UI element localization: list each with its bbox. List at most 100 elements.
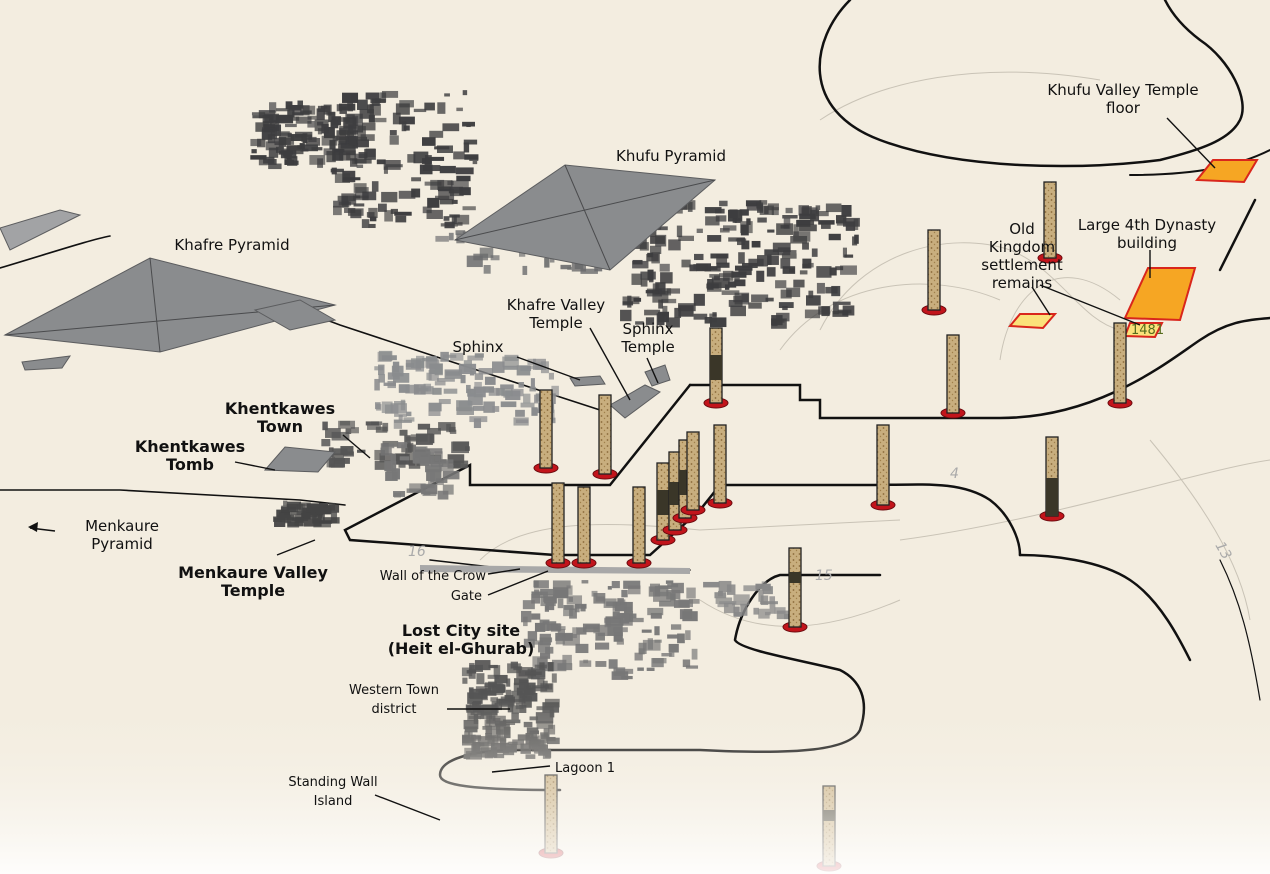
building [434, 146, 450, 150]
building [484, 376, 496, 385]
building [394, 401, 406, 405]
building [339, 125, 354, 135]
core-sample[interactable] [571, 486, 597, 569]
contour-number: 4 [950, 466, 959, 482]
core-sample[interactable] [662, 451, 688, 536]
building [442, 484, 454, 495]
building [506, 678, 511, 687]
building [438, 189, 455, 201]
label-lost-city: Lost City site(Heit el-Ghurab) [388, 621, 535, 658]
core-sample[interactable] [545, 482, 571, 569]
building [426, 209, 443, 219]
building [550, 393, 556, 405]
core-sample[interactable] [1037, 181, 1063, 264]
building [403, 125, 410, 131]
building [678, 303, 696, 312]
building [793, 224, 799, 237]
building [337, 117, 350, 122]
core-sample[interactable] [1107, 322, 1133, 409]
building [364, 148, 376, 160]
building [332, 135, 349, 142]
building [520, 402, 535, 408]
building [369, 216, 377, 222]
core-sample[interactable] [626, 486, 652, 569]
building [816, 266, 832, 278]
building [365, 92, 380, 100]
building [326, 111, 336, 116]
building [384, 210, 393, 222]
building [425, 448, 443, 454]
building [740, 221, 753, 234]
building [462, 90, 468, 96]
building [426, 359, 440, 369]
building [462, 206, 476, 211]
core-column [1113, 322, 1127, 404]
core-sample[interactable] [538, 774, 564, 859]
building [378, 364, 385, 376]
building [268, 147, 279, 158]
core-sample[interactable] [921, 229, 947, 316]
building [759, 200, 768, 205]
building [376, 159, 386, 165]
core-dark-layer [669, 482, 681, 505]
building [766, 267, 776, 277]
building [484, 751, 494, 759]
building [640, 278, 648, 287]
core-sample[interactable] [592, 394, 618, 480]
building [395, 215, 407, 223]
building [456, 175, 471, 182]
building [442, 470, 460, 480]
building [439, 464, 454, 472]
building [569, 608, 577, 619]
contour-number: 16 [408, 544, 426, 560]
building [811, 248, 818, 257]
building [423, 383, 432, 392]
building [466, 123, 471, 128]
building [394, 419, 412, 423]
building [539, 662, 545, 670]
core-sample[interactable] [816, 785, 842, 872]
core-sample[interactable] [940, 334, 966, 419]
building [575, 603, 587, 609]
building [728, 281, 737, 288]
core-column [539, 389, 553, 469]
core-sample[interactable] [533, 389, 559, 474]
building [678, 235, 694, 241]
building [595, 632, 605, 641]
core-sample[interactable] [1039, 436, 1065, 522]
label-khafre-pyramid: Khafre Pyramid [174, 236, 289, 254]
building [502, 356, 519, 368]
core-sample[interactable] [782, 547, 808, 633]
building [563, 604, 573, 617]
building [434, 363, 443, 376]
core-sample[interactable] [650, 462, 676, 546]
building [250, 138, 262, 147]
building [551, 673, 557, 683]
building [799, 213, 816, 220]
building [764, 249, 779, 256]
building [357, 126, 366, 138]
building [821, 221, 831, 229]
building [413, 108, 427, 113]
building [620, 309, 632, 322]
building [459, 187, 471, 196]
building [542, 621, 557, 625]
core-sample[interactable] [703, 327, 729, 409]
building [549, 709, 555, 718]
building [422, 137, 436, 146]
building [375, 426, 388, 433]
building [688, 599, 700, 604]
building [425, 465, 442, 473]
building [799, 270, 808, 275]
building [466, 255, 483, 268]
building [413, 384, 426, 395]
building [653, 591, 672, 602]
core-sample[interactable] [870, 424, 896, 511]
building [623, 580, 641, 589]
building [422, 206, 432, 214]
core-sample[interactable] [680, 431, 706, 516]
building [637, 667, 644, 671]
core-sample[interactable] [707, 424, 733, 509]
